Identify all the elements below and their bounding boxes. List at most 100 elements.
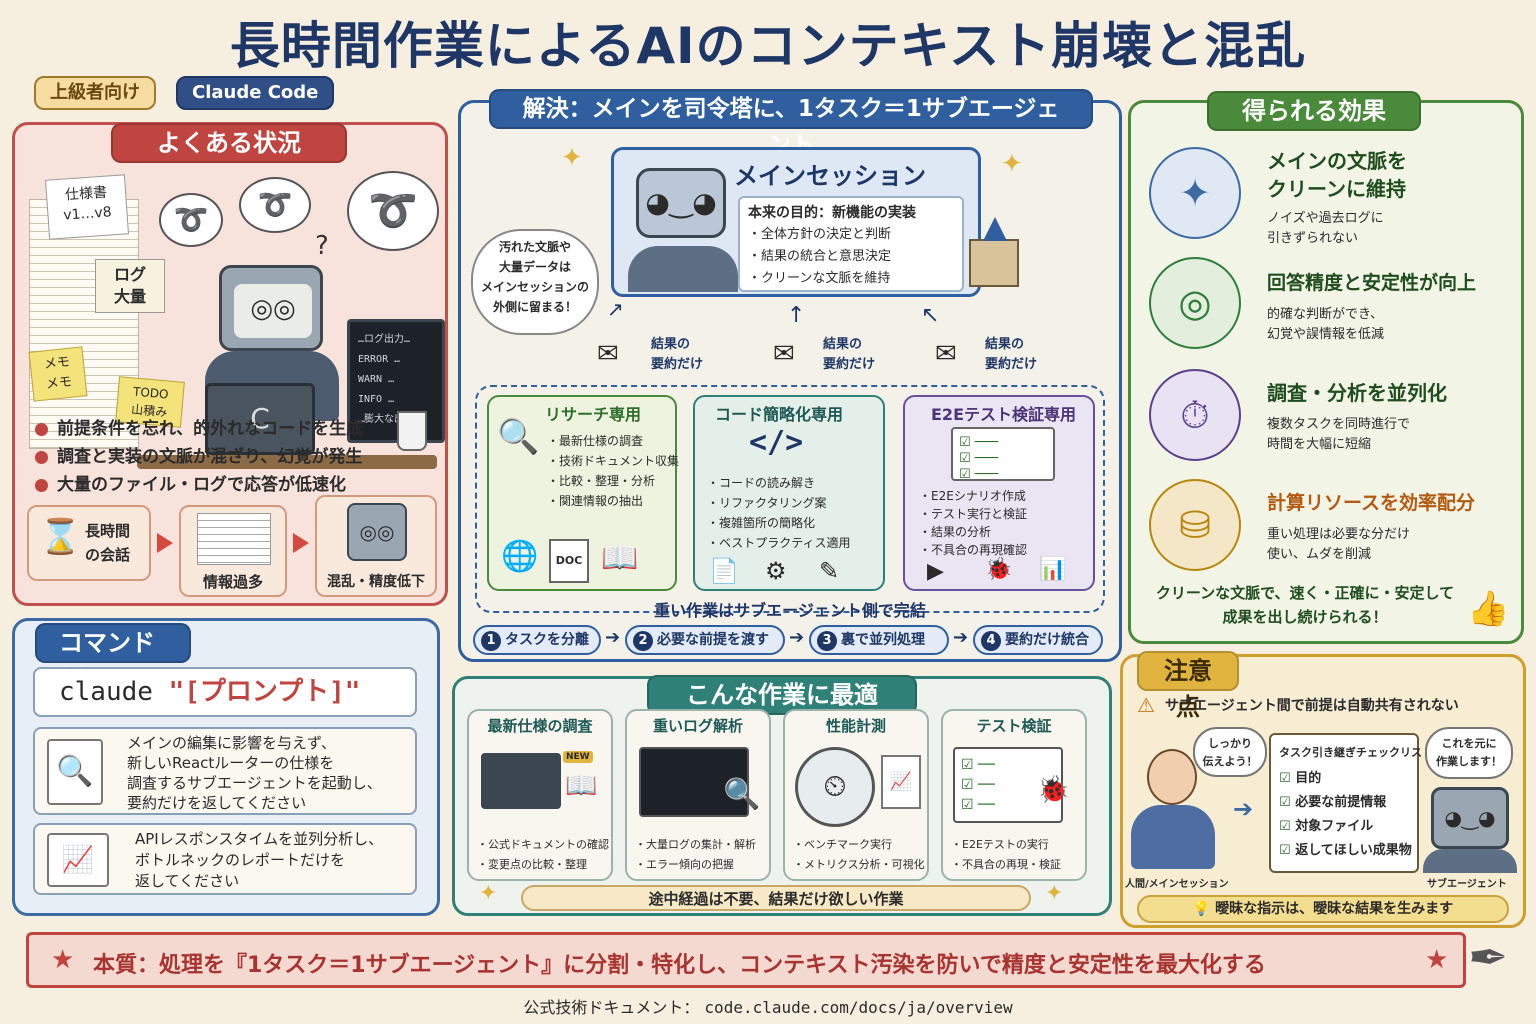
thumbs-up-icon: 👍 bbox=[1467, 589, 1510, 629]
tip-text: 曖昧な指示は、曖昧な結果を生みます bbox=[1215, 901, 1454, 917]
main-item: 全体方針の決定と判断 bbox=[748, 224, 954, 246]
sparkle-icon: ✦ bbox=[1045, 881, 1064, 906]
best-card-log: 重いログ解析 🔍 大量ログの集計・解析 エラー傾向の把握 bbox=[625, 709, 771, 881]
effect-desc: 重い処理は必要な分だけ 使い、ムダを削減 bbox=[1267, 527, 1411, 562]
card-title: テスト検証 bbox=[976, 717, 1052, 735]
card-item: E2Eテストの実行 bbox=[951, 835, 1061, 855]
terminal-line: INFO … bbox=[358, 394, 395, 405]
subagent-e2e: E2Eテスト検証専用 ☑ ───☑ ───☑ ─── E2Eシナリオ作成 テスト… bbox=[903, 395, 1095, 591]
situation-panel: よくある状況 仕様書 v1…v8 ログ 大量 メモ メモ TODO 山積み ➰ … bbox=[12, 122, 448, 606]
effect-item-accuracy: ◎ 回答精度と安定性が向上 的確な判断ができ、 幻覚や誤情報を低減 bbox=[1145, 253, 1515, 361]
sparkle-icon: ✦ bbox=[561, 143, 583, 173]
solution-panel: 解決：メインを司令塔に、1タスク＝1サブエージェント メインセッション ◕‿◕ … bbox=[458, 89, 1122, 662]
effect-title: 調査・分析を並列化 bbox=[1267, 381, 1447, 405]
play-icon: ▶ bbox=[927, 559, 944, 584]
book-icon: 📖 bbox=[565, 771, 598, 801]
step-number: 2 bbox=[633, 631, 653, 651]
footer: 公式技術ドキュメント： code.claude.com/docs/ja/over… bbox=[0, 994, 1536, 1018]
bug-search-icon: 🐞 bbox=[1037, 775, 1070, 805]
log-monitor-icon bbox=[639, 747, 749, 817]
line-chart-icon: 📈 bbox=[881, 755, 921, 809]
subagent-container bbox=[475, 385, 1105, 613]
flow-step-overload: 情報過多 bbox=[179, 505, 287, 597]
step-arrow-icon: ➔ bbox=[605, 627, 621, 648]
result-label: 結果の 要約だけ bbox=[985, 337, 1038, 372]
subagent-research: リサーチ専用 🔍 最新仕様の調査 技術ドキュメント収集 比較・整理・分析 関連情… bbox=[487, 395, 679, 591]
terminal-line: ERROR … bbox=[358, 354, 401, 365]
solution-title: 解決：メインを司令塔に、1タスク＝1サブエージェント bbox=[489, 89, 1093, 158]
magnifier-icon: 🔍 bbox=[497, 417, 540, 457]
globe-icon: 🌐 bbox=[501, 539, 539, 574]
laptop-icon: C bbox=[205, 383, 315, 455]
command-panel: コマンド例 claude "[プロンプト]" 🔍 メインの編集に影響を与えず、 … bbox=[12, 618, 440, 916]
settings-file-icon: ⚙ bbox=[765, 557, 787, 585]
subagent-robot-icon: ◕‿◕ bbox=[1431, 787, 1509, 849]
lightbulb-icon: 💡 bbox=[1192, 901, 1216, 917]
human-label: 人間/メインセッション bbox=[1125, 879, 1229, 890]
spec-note: 仕様書 v1…v8 bbox=[45, 174, 129, 240]
command-example-2: 📈 APIレスポンスタイムを並列分析し、 ボトルネックのレポートだけを 返してく… bbox=[33, 823, 417, 895]
sparkle-icon: ✦ bbox=[1149, 147, 1241, 239]
desk bbox=[137, 455, 437, 469]
book-icon: 📖 bbox=[601, 541, 639, 576]
subagent-item: 関連情報の抽出 bbox=[547, 491, 679, 511]
paper-pile-icon bbox=[197, 513, 271, 565]
checklist-title: タスク引き継ぎチェックリスト bbox=[1279, 746, 1433, 759]
effect-item-clean: ✦ メインの文脈を クリーンに維持 ノイズや過去ログに 引きずられない bbox=[1145, 143, 1515, 251]
essence-text: 本質：処理を『1タスク＝1サブエージェント』に分割・特化し、コンテキスト汚染を防… bbox=[93, 953, 1266, 978]
robot-body bbox=[1423, 849, 1517, 873]
level-tag: 上級者向け bbox=[34, 76, 156, 110]
step-arrow-icon: ➔ bbox=[789, 627, 805, 648]
step-label: 必要な前提を渡す bbox=[657, 632, 769, 648]
checklist-item: 必要な前提情報 bbox=[1279, 791, 1409, 815]
terminal-line: …ログ出力… bbox=[358, 334, 411, 345]
card-item: ベンチマーク実行 bbox=[793, 835, 925, 855]
subagent-item: 技術ドキュメント収集 bbox=[547, 451, 679, 471]
card-item: エラー傾向の把握 bbox=[635, 855, 756, 875]
confused-robot-icon: ◎◎ bbox=[219, 265, 323, 351]
terminal-line: WARN … bbox=[358, 374, 395, 385]
subagent-title: リサーチ専用 bbox=[545, 405, 642, 424]
flow-arrow-icon bbox=[293, 533, 309, 553]
effect-desc: 的確な判断ができ、 幻覚や誤情報を低減 bbox=[1267, 307, 1385, 342]
bug-icon: 🐞 bbox=[985, 557, 1013, 582]
checklist-item: 目的 bbox=[1279, 767, 1409, 791]
docs-link[interactable]: code.claude.com/docs/ja/overview bbox=[704, 998, 1013, 1017]
tangle-thought-icon: ➰ bbox=[159, 193, 223, 247]
main-item: クリーンな文脈を維持 bbox=[748, 268, 954, 290]
effect-item-parallel: ⏱ 調査・分析を並列化 複数タスクを同時進行で 時間を大幅に短縮 bbox=[1145, 365, 1515, 473]
effect-title: 回答精度と安定性が向上 bbox=[1267, 272, 1477, 294]
step-number: 1 bbox=[481, 631, 501, 651]
result-label: 結果の 要約だけ bbox=[823, 337, 876, 372]
terminal-line: …膨大な出力 bbox=[358, 414, 415, 425]
footer-label: 公式技術ドキュメント： bbox=[523, 998, 700, 1017]
envelope-icon: ✉ bbox=[773, 339, 795, 369]
main-session-box: メインセッション ◕‿◕ 本来の目的：新機能の実装 全体方針の決定と判断 結果の… bbox=[611, 147, 981, 297]
effects-title: 得られる効果 bbox=[1207, 91, 1421, 131]
flow-step-confusion: ◎◎ 混乱・精度低下 bbox=[315, 495, 437, 597]
envelope-icon: ✉ bbox=[597, 339, 619, 369]
coffee-mug-icon bbox=[397, 411, 427, 451]
checklist-item: 対象ファイル bbox=[1279, 815, 1409, 839]
subagent-item: コードの読み解き bbox=[707, 473, 851, 493]
flow-arrow-icon bbox=[157, 533, 173, 553]
example-text: APIレスポンスタイムを並列分析し、 ボトルネックのレポートだけを 返してくださ… bbox=[135, 830, 384, 890]
example-text: メインの編集に影響を与えず、 新しいReactルーターの仕様を 調査するサブエー… bbox=[127, 734, 382, 812]
confused-robot-icon: ◎◎ bbox=[347, 503, 407, 561]
subagent-item: 結果の分析 bbox=[919, 523, 1027, 541]
main-item: 結果の統合と意思決定 bbox=[748, 246, 954, 268]
bar-chart-icon: 📊 bbox=[1039, 557, 1067, 582]
situation-title: よくある状況 bbox=[111, 123, 347, 163]
edit-file-icon: ✎ bbox=[819, 557, 840, 585]
command-line[interactable]: claude "[プロンプト]" bbox=[33, 667, 417, 717]
heavy-note: 重い作業はサブエージェント側で完結 bbox=[654, 601, 926, 620]
best-card-spec: 最新仕様の調査 NEW 📖 公式ドキュメントの確認 変更点の比較・整理 bbox=[467, 709, 613, 881]
effect-desc: 複数タスクを同時進行で 時間を大幅に短縮 bbox=[1267, 417, 1411, 452]
human-bubble: しっかり 伝えよう！ bbox=[1193, 727, 1267, 777]
main-session-purpose-box: 本来の目的：新機能の実装 全体方針の決定と判断 結果の統合と意思決定 クリーンな… bbox=[738, 196, 964, 292]
command-prompt: "[プロンプト]" bbox=[168, 677, 361, 707]
notes-panel: 注意点 ⚠ サブエージェント間で前提は自動共有されない しっかり 伝えよう！ ➔… bbox=[1120, 651, 1526, 928]
card-item: 大量ログの集計・解析 bbox=[635, 835, 756, 855]
